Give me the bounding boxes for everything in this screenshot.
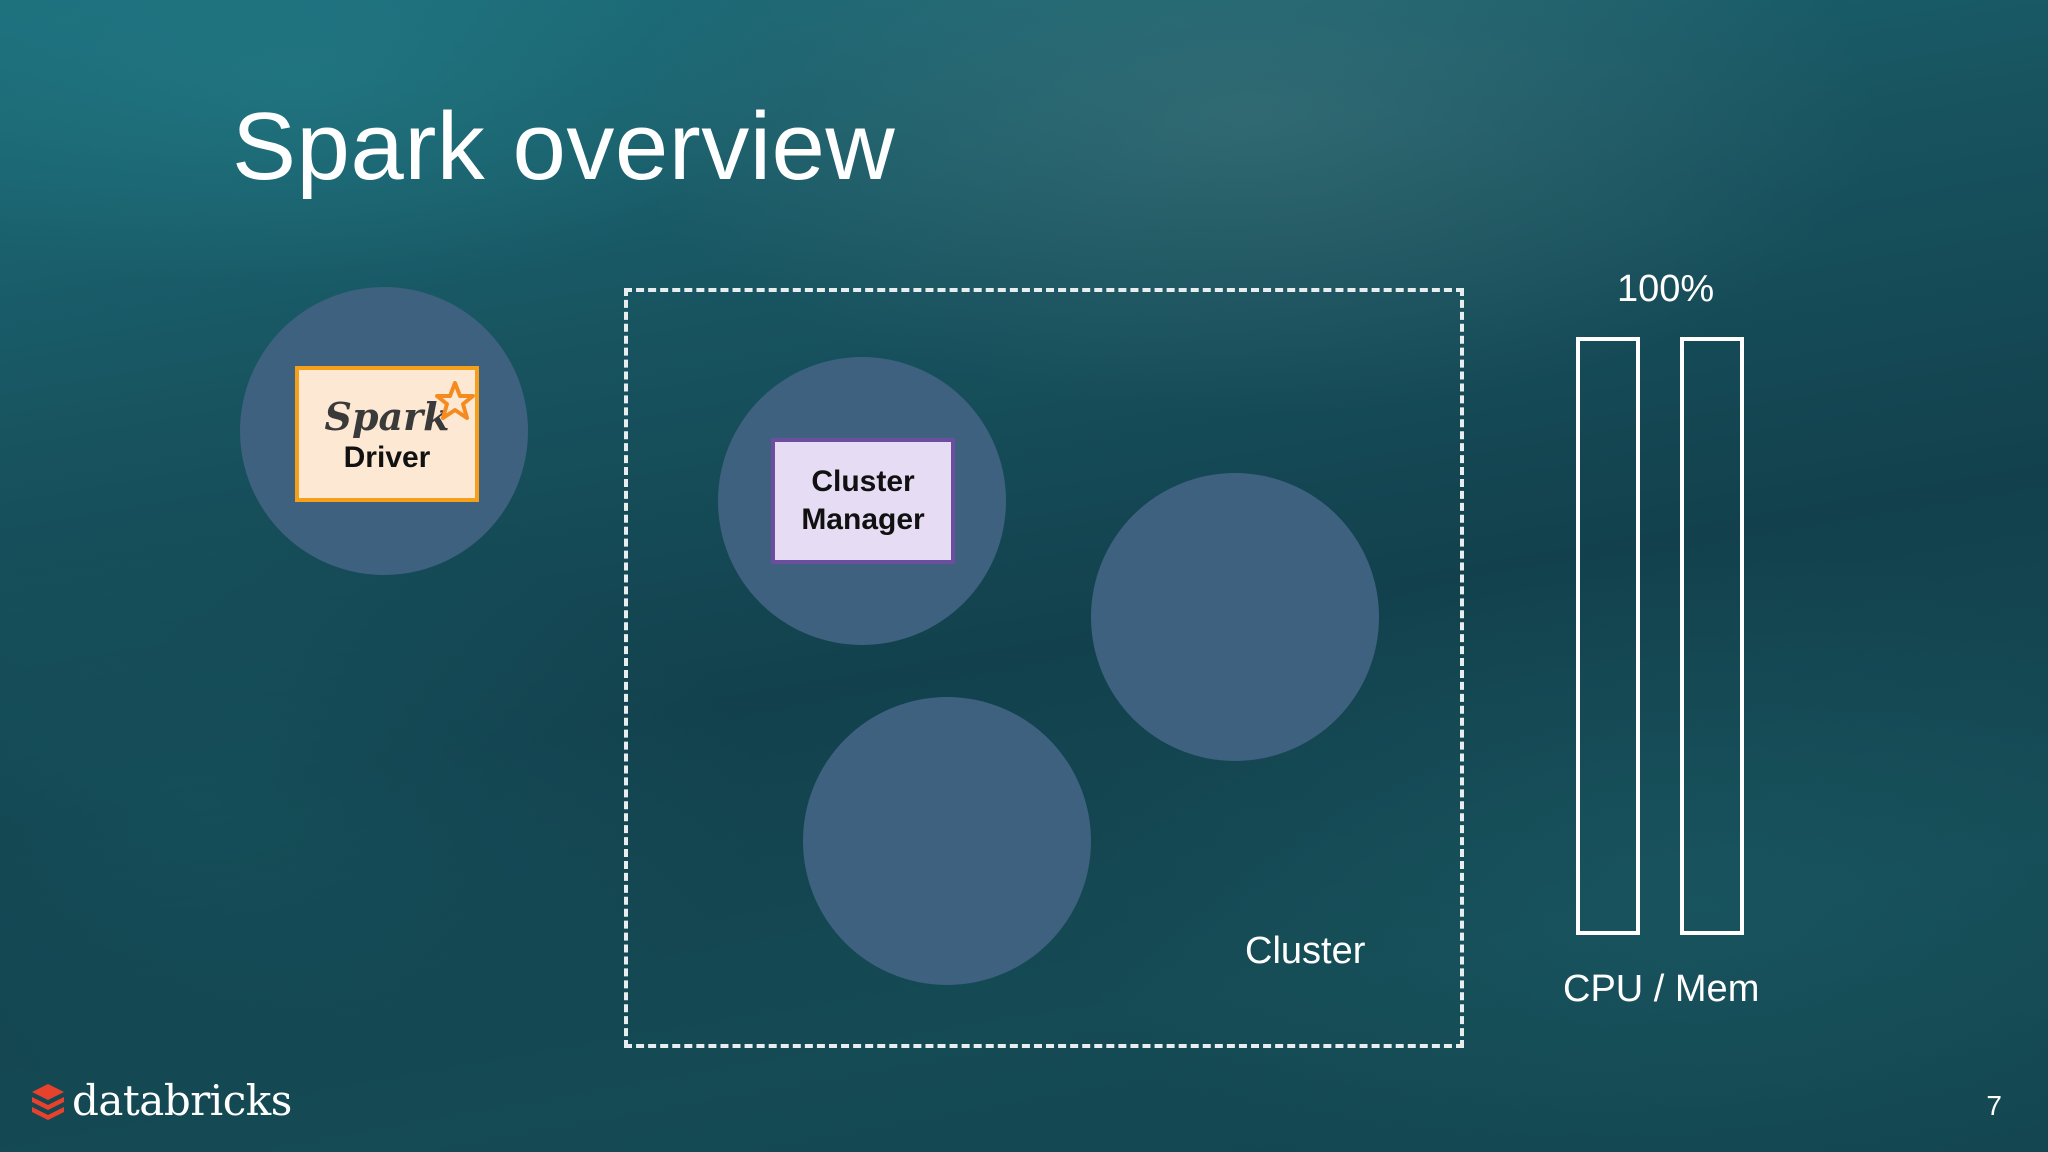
cluster-manager-label-line1: Cluster: [811, 465, 915, 498]
cluster-label: Cluster: [1245, 930, 1366, 972]
driver-label: Driver: [343, 441, 431, 474]
worker-node-1: [1091, 473, 1379, 761]
slide-title: Spark overview: [232, 93, 896, 200]
spark-driver-box: Spark Driver: [295, 366, 479, 502]
cpu-bar: [1576, 337, 1640, 935]
spark-logo-text: Spark: [324, 394, 450, 439]
resource-label: CPU / Mem: [1563, 968, 1760, 1010]
cluster-manager-box: Cluster Manager: [771, 438, 955, 564]
databricks-logo: databricks: [30, 1076, 292, 1125]
databricks-stack-icon: [32, 1083, 64, 1120]
mem-bar: [1680, 337, 1744, 935]
cluster-manager-label-line2: Manager: [801, 503, 925, 536]
resource-max-label: 100%: [1617, 268, 1715, 310]
spark-star-icon: [435, 381, 476, 420]
databricks-logo-text: databricks: [72, 1076, 292, 1125]
worker-node-2: [803, 697, 1091, 985]
cluster-boundary: [624, 288, 1464, 1048]
page-number: 7: [1986, 1090, 2002, 1121]
spark-logo: Spark: [324, 381, 476, 439]
